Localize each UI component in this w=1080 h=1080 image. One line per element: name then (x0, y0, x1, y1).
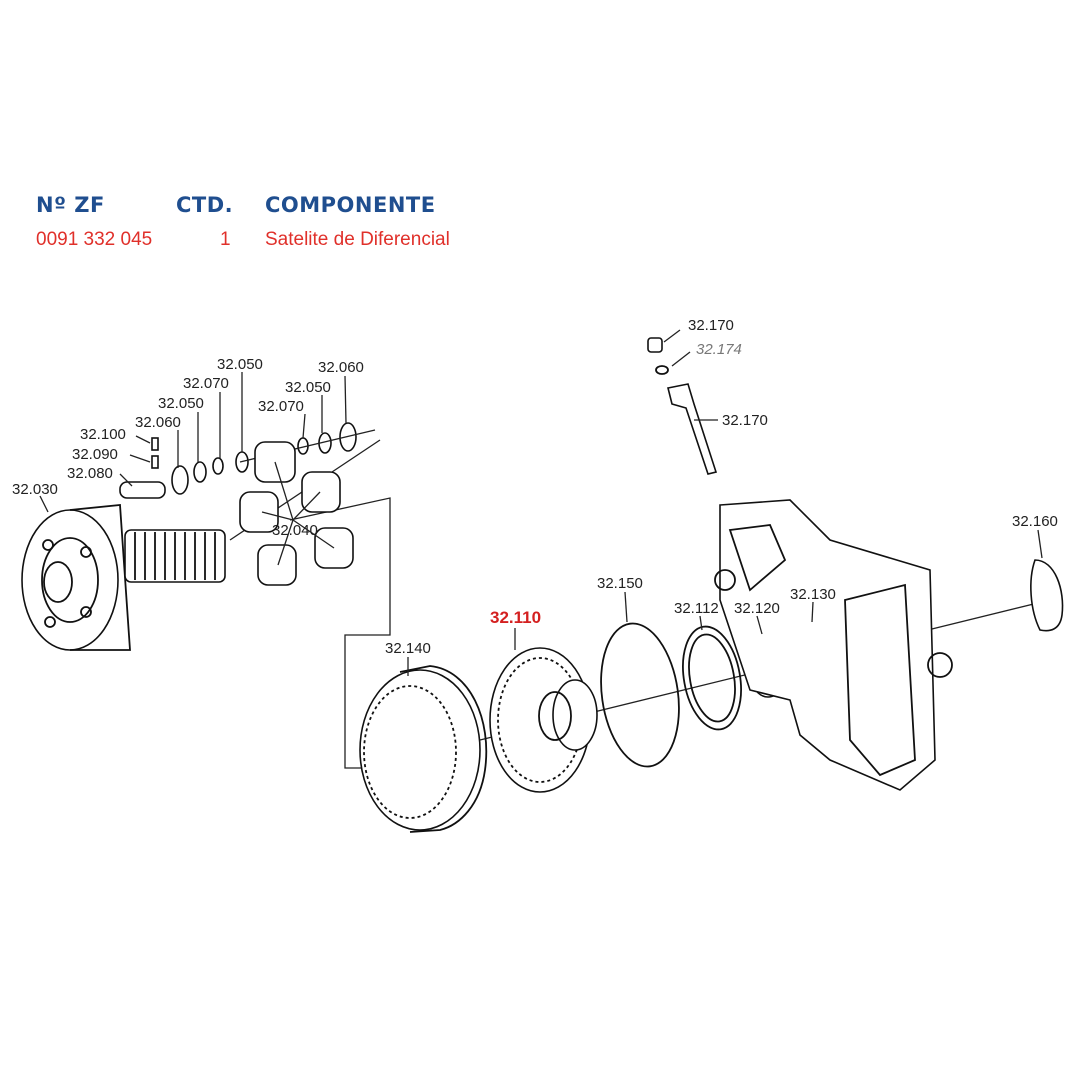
label-32150: 32.150 (597, 575, 643, 592)
label-32060-left: 32.060 (135, 414, 181, 431)
label-32050-top: 32.050 (217, 356, 263, 373)
label-32060-right: 32.060 (318, 359, 364, 376)
ring-gear-part (359, 665, 488, 833)
differential-satellite-part (489, 647, 598, 793)
label-32080: 32.080 (67, 465, 113, 482)
label-32030: 32.030 (12, 481, 58, 498)
header-quantity: CTD. (176, 193, 234, 217)
row-quantity: 1 (220, 229, 231, 250)
breather-part (647, 337, 718, 475)
label-32110: 32.110 (490, 608, 541, 627)
bracket-part (1030, 559, 1064, 632)
label-32160: 32.160 (1012, 513, 1058, 530)
shim-part (682, 625, 742, 731)
label-32050-left: 32.050 (158, 395, 204, 412)
row-component: Satelite de Diferencial (265, 229, 450, 250)
washers-part (171, 422, 376, 495)
label-32130: 32.130 (790, 586, 836, 603)
row-part-number: 0091 332 045 (36, 229, 153, 250)
planet-gears-part (239, 441, 354, 586)
label-32112: 32.112 (674, 600, 719, 617)
label-32170-mid: 32.170 (722, 412, 768, 429)
label-32040: 32.040 (272, 522, 318, 539)
bracket-line (289, 497, 391, 769)
housing-part (714, 499, 953, 791)
label-32070-right: 32.070 (258, 398, 304, 415)
label-32170-top: 32.170 (688, 317, 734, 334)
header-component: COMPONENTE (265, 193, 436, 217)
label-32070-left: 32.070 (183, 375, 229, 392)
snap-ring-part (600, 622, 680, 768)
leader-lines (39, 329, 1043, 676)
label-32090: 32.090 (72, 446, 118, 463)
pin-part (119, 437, 166, 499)
planet-carrier-part (21, 504, 226, 651)
label-32050-right: 32.050 (285, 379, 331, 396)
label-32120: 32.120 (734, 600, 780, 617)
label-32140: 32.140 (385, 640, 431, 657)
header-part-number: Nº ZF (36, 193, 105, 217)
label-32174: 32.174 (696, 341, 742, 358)
label-32100: 32.100 (80, 426, 126, 443)
